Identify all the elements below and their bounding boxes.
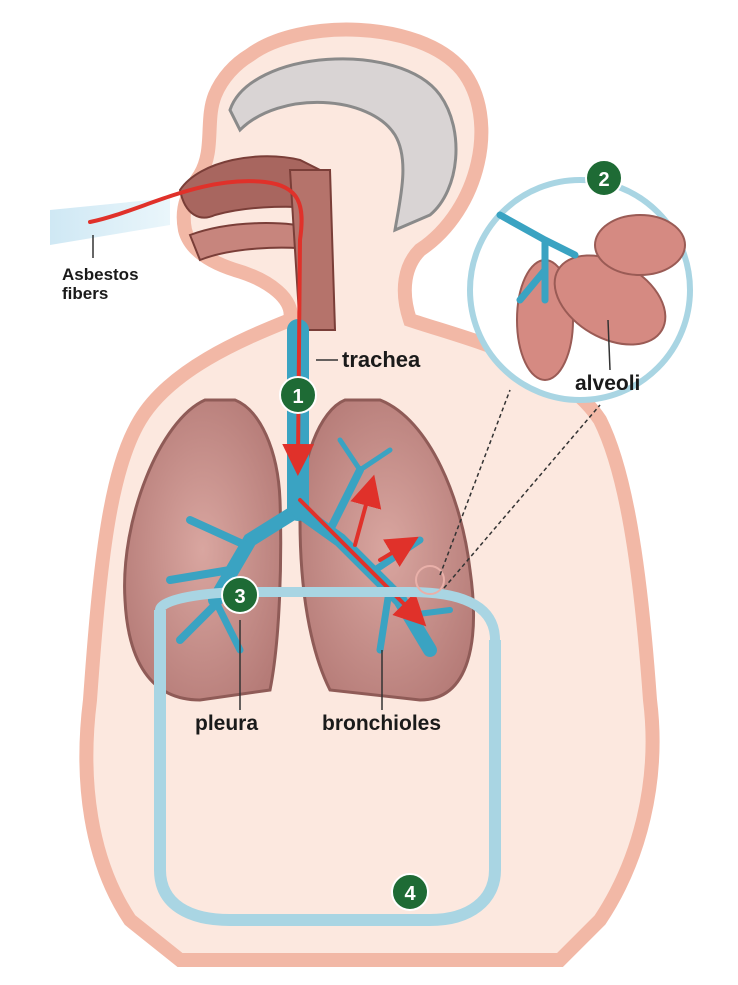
marker-2-icon: 2	[586, 160, 622, 196]
asbestos-mist	[50, 198, 170, 245]
marker-1-icon: 1	[280, 377, 316, 413]
marker-3-icon: 3	[222, 577, 258, 613]
label-alveoli: alveoli	[575, 372, 640, 395]
svg-text:4: 4	[404, 883, 416, 905]
label-bronchioles: bronchioles	[322, 712, 441, 735]
label-asbestos-line2: fibers	[62, 284, 108, 303]
label-pleura: pleura	[195, 712, 258, 735]
marker-4-icon: 4	[392, 874, 428, 910]
svg-text:2: 2	[598, 169, 609, 191]
label-trachea: trachea	[342, 347, 421, 372]
svg-text:3: 3	[234, 586, 245, 608]
svg-text:1: 1	[292, 386, 303, 408]
label-asbestos-line1: Asbestos	[62, 265, 139, 284]
